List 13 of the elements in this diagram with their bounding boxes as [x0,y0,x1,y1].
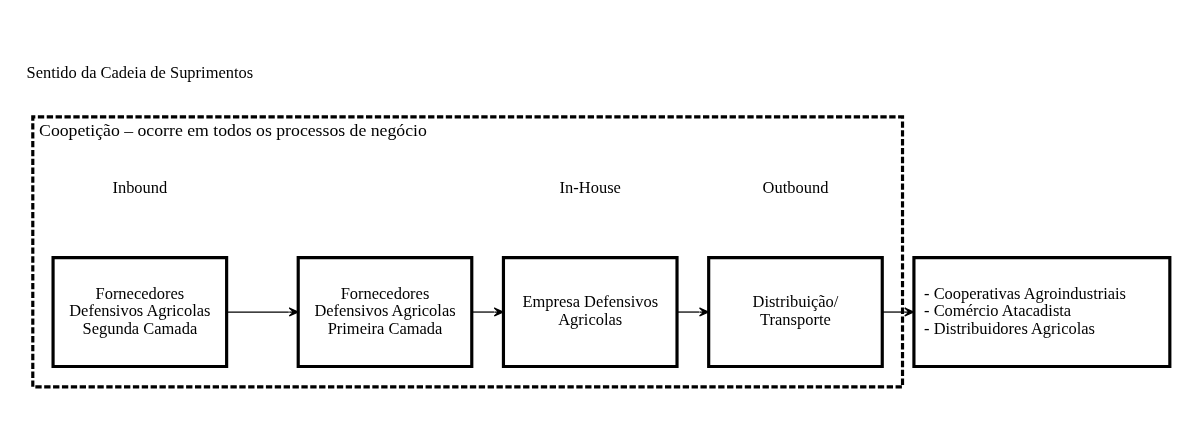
arrow [881,306,915,317]
label: In-House [559,177,621,197]
label: Inbound [112,177,168,197]
arrow [226,306,299,317]
label: Outbound [762,177,829,197]
node-box: Distribuição/ Transporte [707,255,884,368]
node-box: Fornecedores Defensivos Agricolas Primeira Camada [296,255,474,368]
arrow [676,306,710,317]
node-box: Fornecedores Defensivos Agricolas Segunda Camada [51,255,229,368]
node-box: - Cooperativas Agroindustriais - Comércio Atacadista - Distribuidores Agricolas [912,255,1172,368]
node-box: Empresa Defensivos Agricolas [501,255,679,368]
arrow [471,306,504,317]
label: Sentido da Cadeia de Suprimentos [26,62,254,82]
